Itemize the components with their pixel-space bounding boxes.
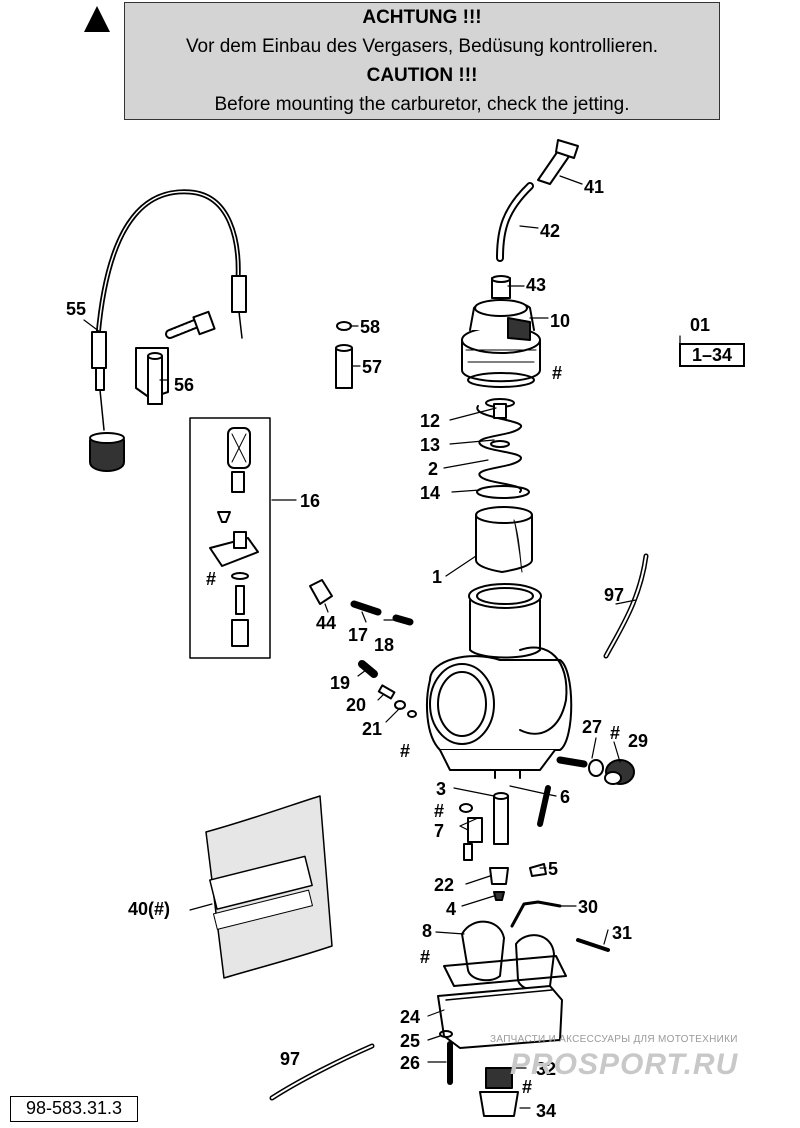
callout-97-lower: 97	[280, 1049, 301, 1069]
callout-hash-21: #	[400, 741, 411, 761]
part-17-screw	[350, 600, 382, 616]
part-41-nipple	[537, 139, 579, 185]
part-8-float	[461, 920, 555, 992]
warning-triangle-icon	[84, 6, 110, 32]
callout-43: 43	[526, 275, 547, 295]
callout-57: 57	[362, 357, 383, 377]
callout-19: 19	[330, 673, 351, 693]
part-22-jet	[489, 867, 509, 885]
callout-8: 8	[422, 921, 433, 941]
callout-24: 24	[400, 1007, 421, 1027]
set-label: 01	[690, 315, 711, 335]
part-29-cap	[604, 759, 635, 785]
adjuster-screw	[165, 310, 216, 339]
callout-12: 12	[420, 411, 441, 431]
part-30-lever	[510, 900, 562, 928]
part-27-bolt	[556, 756, 588, 768]
watermark-logo: PROSPORT.RU	[510, 1048, 739, 1081]
callout-hash-7: #	[434, 801, 445, 821]
callout-22: 22	[434, 875, 455, 895]
caution-box: ACHTUNG !!! Vor dem Einbau des Vergasers…	[124, 2, 720, 120]
part-21-ring	[394, 700, 406, 710]
part-44-plug	[309, 579, 333, 605]
callout-4: 4	[446, 899, 457, 919]
callout-55: 55	[66, 299, 87, 319]
set-range-box: 1–34	[679, 343, 745, 367]
callout-hash-8: #	[420, 947, 431, 967]
callout-41: 41	[584, 177, 605, 197]
callout-34: 34	[536, 1101, 557, 1121]
part-10-cap	[461, 299, 541, 383]
part-3-needle-jet	[493, 792, 509, 845]
part-43-nut	[491, 275, 511, 299]
callout-2: 2	[428, 459, 439, 479]
callout-14: 14	[420, 483, 441, 503]
caution-text-en: Before mounting the carburetor, check th…	[214, 94, 630, 115]
callout-1: 1	[432, 567, 443, 587]
part-7-jets	[459, 803, 483, 861]
part-56-holder	[135, 347, 169, 405]
part-16-kit-parts	[209, 427, 259, 647]
carburetor-body	[426, 583, 573, 779]
callout-5: 5	[548, 859, 559, 879]
callout-hash-32: #	[522, 1077, 533, 1097]
caution-title-de: ACHTUNG !!!	[362, 7, 482, 28]
callout-hash-10: #	[552, 363, 563, 383]
callout-6: 6	[560, 787, 571, 807]
part-5-screw	[529, 863, 547, 877]
part-58-oring	[336, 321, 352, 331]
watermark-tagline: ЗАПЧАСТИ И АКСЕССУАРЫ ДЛЯ МОТОТЕХНИКИ	[490, 1034, 738, 1045]
part-97-tube-upper	[603, 553, 649, 659]
callout-26: 26	[400, 1053, 421, 1073]
callout-3: 3	[436, 779, 447, 799]
caution-title-en: CAUTION !!!	[366, 65, 478, 86]
part-4-nut	[493, 891, 505, 901]
callout-56: 56	[174, 375, 195, 395]
part-1-slide	[475, 506, 533, 573]
callout-25: 25	[400, 1031, 421, 1051]
document-number: 98-583.31.3	[10, 1096, 138, 1122]
callout-27: 27	[582, 717, 603, 737]
callout-21: 21	[362, 719, 383, 739]
callout-hash-16: #	[206, 569, 217, 589]
part-40-jet-kit-bag	[205, 795, 333, 979]
callout-97-upper: 97	[604, 585, 625, 605]
callout-42: 42	[540, 221, 561, 241]
seal-ring	[467, 372, 535, 388]
callout-58: 58	[360, 317, 381, 337]
callout-13: 13	[420, 435, 441, 455]
float-bowl-gasket	[443, 955, 567, 987]
callout-31: 31	[612, 923, 633, 943]
callout-18: 18	[374, 635, 395, 655]
callout-10: 10	[550, 311, 571, 331]
callout-hash-27: #	[610, 723, 621, 743]
callout-20: 20	[346, 695, 367, 715]
leader-lines	[83, 175, 681, 1109]
callout-32: 32	[536, 1059, 557, 1079]
part-20-spring	[377, 684, 396, 700]
part-18-screw	[392, 614, 414, 626]
callout-7: 7	[434, 821, 445, 841]
part-57-sleeve	[335, 344, 353, 389]
part-31-pin	[576, 938, 610, 952]
part-19-screw	[358, 660, 378, 678]
caution-text-de: Vor dem Einbau des Vergasers, Bedüsung k…	[185, 36, 659, 57]
callout-29: 29	[628, 731, 649, 751]
callout-16: 16	[300, 491, 321, 511]
callout-40: 40(#)	[128, 899, 171, 919]
part-16-kit-frame	[189, 417, 271, 659]
part-2-spring	[476, 398, 530, 499]
callout-30: 30	[578, 897, 599, 917]
callout-44: 44	[316, 613, 337, 633]
part-24-float-bowl	[437, 985, 563, 1049]
part-25-washer	[439, 1030, 453, 1038]
callout-17: 17	[348, 625, 369, 645]
part-32-34-drain-plug	[479, 1067, 519, 1117]
